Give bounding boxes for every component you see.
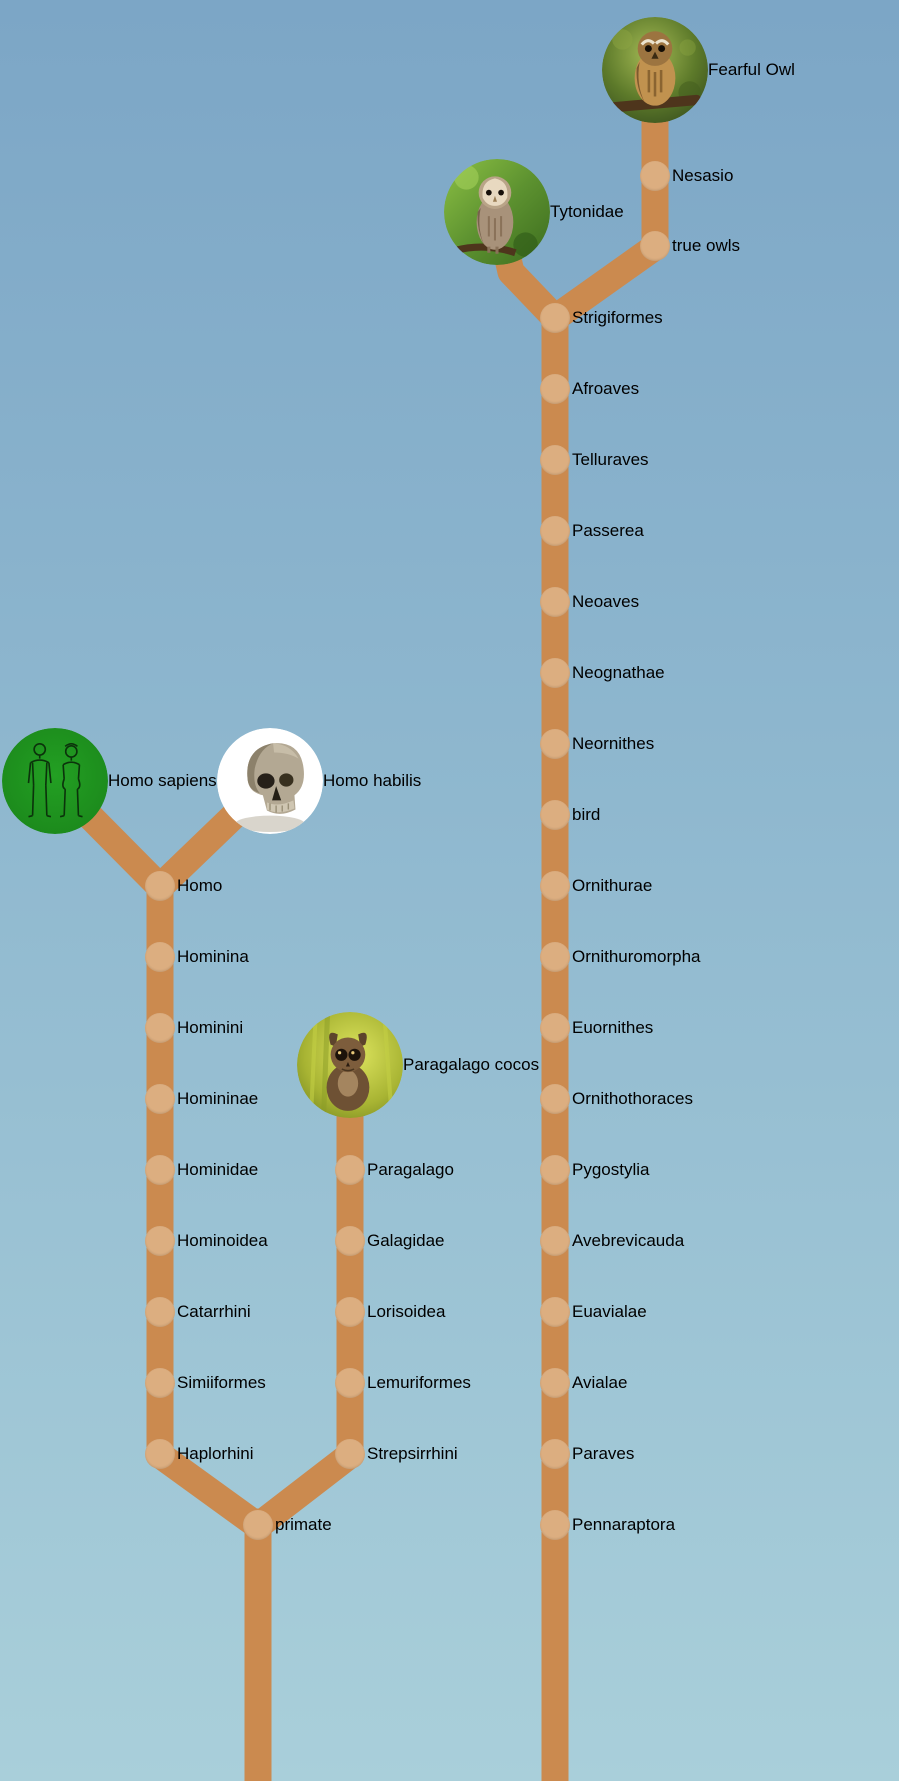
tytonidae-owl-image[interactable]: [444, 159, 550, 265]
node-label: Homo: [177, 876, 223, 896]
node-label: Ornithothoraces: [572, 1089, 693, 1109]
node-label: Nesasio: [672, 166, 734, 186]
node-label: Hominini: [177, 1018, 244, 1038]
node-label: Pennaraptora: [572, 1515, 676, 1535]
homo-habilis-image[interactable]: [217, 728, 323, 834]
node-label: Lemuriformes: [367, 1373, 471, 1393]
node-label: Avebrevicauda: [572, 1231, 685, 1251]
branch-homo-spine: [146, 872, 272, 1540]
homo-habilis-illustration: [217, 728, 323, 834]
tip-label: Tytonidae: [550, 202, 624, 222]
tip-label: Fearful Owl: [708, 60, 795, 80]
node-label: Lorisoidea: [367, 1302, 446, 1322]
node-label: Neognathae: [572, 663, 665, 683]
node-label: primate: [275, 1515, 332, 1535]
node-label: Paraves: [572, 1444, 635, 1464]
node-label: Afroaves: [572, 379, 640, 399]
tip-label: Paragalago cocos: [403, 1055, 540, 1075]
tip-label: Homo sapiens: [108, 771, 217, 791]
homo-sapiens-illustration: [2, 728, 108, 834]
homo-sapiens-image[interactable]: [2, 728, 108, 834]
tytonidae-illustration: [444, 159, 550, 265]
node-label: Strigiformes: [572, 308, 663, 328]
node-label: Euornithes: [572, 1018, 654, 1038]
node-label: Euavialae: [572, 1302, 647, 1322]
node-label: Hominoidea: [177, 1231, 268, 1251]
node-label: Ornithurae: [572, 876, 653, 896]
node-label: Homininae: [177, 1089, 259, 1109]
node-label: Catarrhini: [177, 1302, 251, 1322]
node-label: Simiiformes: [177, 1373, 266, 1393]
node-label: Avialae: [572, 1373, 628, 1393]
paragalago-cocos-image[interactable]: [297, 1012, 403, 1118]
node-label: Strepsirrhini: [367, 1444, 458, 1464]
fearful-owl-illustration: [602, 17, 708, 123]
node-label: Ornithuromorpha: [572, 947, 701, 967]
tip-label: Homo habilis: [323, 771, 422, 791]
paragalago-cocos-illustration: [297, 1012, 403, 1118]
node-label: Neoaves: [572, 592, 640, 612]
node-label: Passerea: [572, 521, 644, 541]
node-label: bird: [572, 805, 601, 825]
node-label: Telluraves: [572, 450, 649, 470]
fearful-owl-image[interactable]: [602, 17, 708, 123]
node-label: Haplorhini: [177, 1444, 254, 1464]
node-label: Neornithes: [572, 734, 655, 754]
node-label: Paragalago: [367, 1160, 454, 1180]
node-label: Hominidae: [177, 1160, 259, 1180]
branch-bird-spine: [541, 56, 669, 1781]
node-label: Hominina: [177, 947, 249, 967]
node-label: Pygostylia: [572, 1160, 650, 1180]
node-label: true owls: [672, 236, 741, 256]
node-label: Galagidae: [367, 1231, 445, 1251]
